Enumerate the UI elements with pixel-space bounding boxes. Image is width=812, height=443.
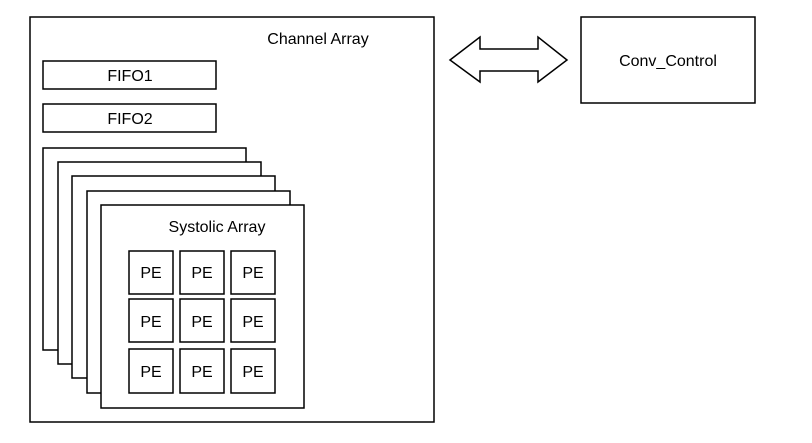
pe-label: PE [242, 314, 263, 331]
fifo1-label: FIFO1 [107, 68, 152, 85]
systolic-array-title: Systolic Array [169, 219, 266, 236]
pe-cell [179, 298, 225, 343]
pe-cell [230, 348, 276, 394]
pe-label: PE [242, 265, 263, 282]
fifo2-label: FIFO2 [107, 111, 152, 128]
pe-label: PE [242, 364, 263, 381]
pe-label: PE [191, 314, 212, 331]
pe-label: PE [191, 364, 212, 381]
conv-control: Conv_Control [580, 16, 756, 104]
pe-cell [128, 348, 174, 394]
pe-label: PE [191, 265, 212, 282]
pe-cell [230, 250, 276, 295]
pe-cell [230, 298, 276, 343]
fifo1-box [42, 60, 217, 90]
conv-control-box [580, 16, 756, 104]
fifo1: FIFO1 [42, 60, 217, 90]
pe-cell [179, 250, 225, 295]
pe-cell [128, 250, 174, 295]
conv-control-label: Conv_Control [619, 53, 717, 70]
pe-cell [128, 298, 174, 343]
bidirectional-arrow-icon [448, 35, 569, 84]
pe-label: PE [140, 265, 161, 282]
fifo2: FIFO2 [42, 103, 217, 133]
pe-label: PE [140, 364, 161, 381]
pe-cell [179, 348, 225, 394]
pe-label: PE [140, 314, 161, 331]
pe-grid: PE PE PE PE PE PE PE PE PE [128, 250, 276, 394]
systolic-array-stack: Systolic Array PE PE PE PE PE PE PE PE P… [42, 147, 305, 409]
fifo2-box [42, 103, 217, 133]
channel-array-title: Channel Array [267, 31, 368, 48]
